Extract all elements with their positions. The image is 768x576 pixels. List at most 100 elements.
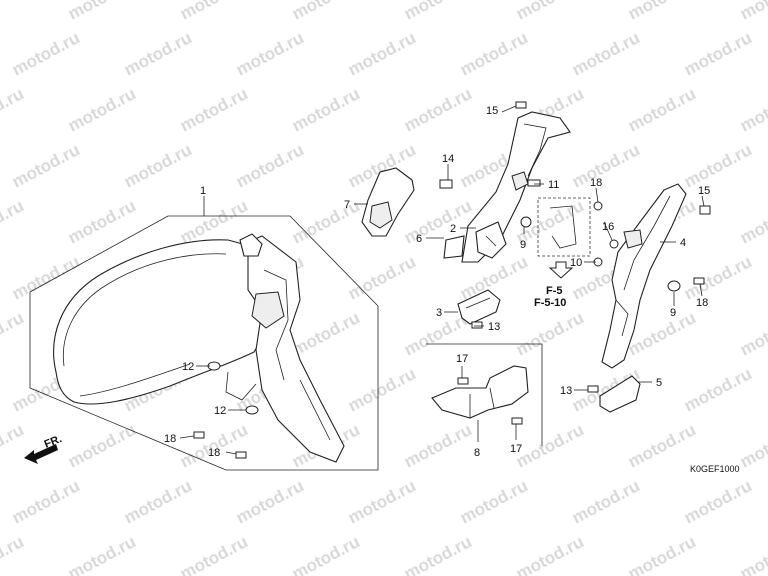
- callout-9b: 9: [670, 307, 676, 319]
- watermark-text: motod.ru: [9, 140, 83, 191]
- watermark-text: motod.ru: [0, 84, 27, 135]
- watermark-text: motod.ru: [625, 532, 699, 576]
- watermark-text: motod.ru: [569, 28, 643, 79]
- watermark-text: motod.ru: [0, 308, 27, 359]
- callout-16: 16: [602, 221, 614, 233]
- watermark-text: motod.ru: [513, 0, 587, 24]
- emblem-plate[interactable]: [443, 235, 465, 259]
- watermark-text: motod.ru: [233, 140, 307, 191]
- callout-7: 7: [344, 199, 350, 211]
- callout-11: 11: [548, 179, 559, 191]
- fender-hardware[interactable]: [193, 361, 259, 459]
- watermark-text: motod.ru: [681, 476, 755, 527]
- watermark-text: motod.ru: [681, 140, 755, 191]
- watermark-text: motod.ru: [233, 28, 307, 79]
- watermark-text: motod.ru: [177, 532, 251, 576]
- callout-15a: 15: [486, 105, 498, 117]
- watermark-text: motod.ru: [625, 0, 699, 24]
- callout-2: 2: [450, 223, 456, 235]
- callout-15b: 15: [698, 185, 710, 197]
- callout-14: 14: [442, 153, 454, 165]
- watermark-text: motod.ru: [625, 84, 699, 135]
- watermark-text: motod.ru: [9, 476, 83, 527]
- watermark-text: motod.ru: [401, 532, 475, 576]
- watermark-text: motod.ru: [681, 28, 755, 79]
- callout-18a: 18: [164, 433, 176, 445]
- front-direction-arrow: FR.: [24, 433, 64, 464]
- stay-bracket-detail: F-5 F-5-10: [534, 197, 591, 309]
- watermark-text: motod.ru: [625, 420, 699, 471]
- watermark-text: motod.ru: [65, 84, 139, 135]
- watermark-text: motod.ru: [345, 476, 419, 527]
- callout-3: 3: [436, 307, 442, 319]
- callout-4: 4: [680, 237, 686, 249]
- callout-10: 10: [570, 257, 582, 269]
- watermark-text: motod.ru: [681, 364, 755, 415]
- watermark-text: motod.ru: [9, 28, 83, 79]
- watermark-text: motod.ru: [121, 476, 195, 527]
- callout-17a: 17: [456, 353, 468, 365]
- fender-group-frame: [29, 215, 379, 471]
- center-cover-small[interactable]: [361, 167, 415, 237]
- reference-f5-10: F-5-10: [534, 297, 566, 309]
- watermark-text: motod.ru: [121, 28, 195, 79]
- side-hardware[interactable]: [587, 201, 711, 393]
- watermark-text: motod.ru: [737, 532, 768, 576]
- watermark-text: motod.ru: [569, 140, 643, 191]
- watermark-text: motod.ru: [289, 308, 363, 359]
- callout-12b: 12: [214, 405, 226, 417]
- callout-18c: 18: [590, 177, 602, 189]
- watermark-text: motod.ru: [737, 420, 768, 471]
- inner-cover-center[interactable]: [461, 111, 571, 263]
- watermark-text: motod.ru: [65, 532, 139, 576]
- callout-18d: 18: [696, 297, 708, 309]
- watermark-text: motod.ru: [65, 196, 139, 247]
- watermark-text: motod.ru: [65, 0, 139, 24]
- watermark-text: motod.ru: [177, 0, 251, 24]
- watermark-text: motod.ru: [737, 84, 768, 135]
- watermark-text: motod.ru: [401, 84, 475, 135]
- watermark-text: motod.ru: [289, 196, 363, 247]
- bracket-group-frame: [426, 343, 543, 446]
- leader-lines: [179, 105, 705, 455]
- watermark-text: motod.ru: [457, 476, 531, 527]
- watermark-text: motod.ru: [289, 0, 363, 24]
- reference-f5: F-5: [546, 285, 563, 297]
- callout-1: 1: [200, 185, 206, 197]
- callout-18b: 18: [208, 447, 220, 459]
- watermark-text: motod.ru: [0, 196, 27, 247]
- watermark-text: motod.ru: [737, 0, 768, 24]
- watermark-text: motod.ru: [0, 420, 27, 471]
- watermark-text: motod.ru: [569, 476, 643, 527]
- callout-17b: 17: [510, 443, 522, 455]
- watermark-text: motod.ru: [513, 420, 587, 471]
- callout-9a: 9: [520, 239, 526, 251]
- watermark-text: motod.ru: [737, 196, 768, 247]
- watermark-text: motod.ru: [0, 532, 27, 576]
- lower-bracket[interactable]: [457, 289, 501, 325]
- right-side-cover[interactable]: [601, 183, 687, 369]
- callout-13a: 13: [488, 321, 500, 333]
- watermark-text: motod.ru: [457, 28, 531, 79]
- watermark-text: motod.ru: [345, 28, 419, 79]
- watermark-text: motod.ru: [401, 0, 475, 24]
- watermark-text: motod.ru: [177, 84, 251, 135]
- watermark-text: motod.ru: [345, 252, 419, 303]
- watermark-text: motod.ru: [345, 364, 419, 415]
- watermark-text: motod.ru: [0, 0, 27, 24]
- watermark-text: motod.ru: [233, 476, 307, 527]
- callout-12a: 12: [182, 361, 194, 373]
- callout-13b: 13: [560, 385, 572, 397]
- callout-8: 8: [474, 447, 480, 459]
- callout-labels: 1 2 3 4 5 6 7 8 9 9 10 11 12 12 13 13 14…: [164, 105, 710, 459]
- mounting-bracket[interactable]: [431, 365, 529, 425]
- watermark-text: motod.ru: [289, 532, 363, 576]
- watermark-text: motod.ru: [121, 140, 195, 191]
- watermark-text: motod.ru: [9, 252, 83, 303]
- watermark-text: motod.ru: [513, 308, 587, 359]
- watermark-text: motod.ru: [513, 532, 587, 576]
- watermark-text: motod.ru: [289, 84, 363, 135]
- cover-end-cap[interactable]: [599, 375, 641, 413]
- watermark-text: motod.ru: [401, 420, 475, 471]
